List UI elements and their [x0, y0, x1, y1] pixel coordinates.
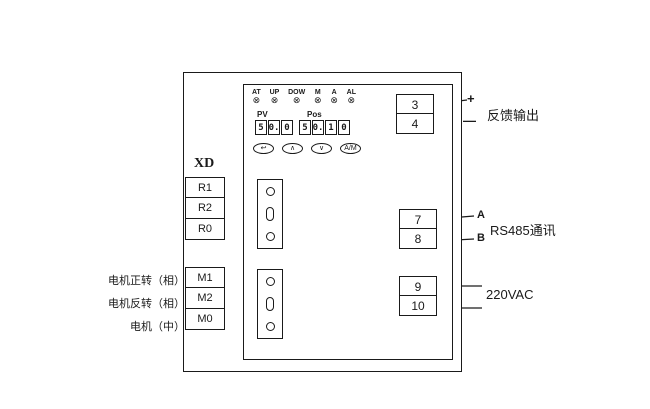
- indicator-dow: DOW ⊗: [288, 89, 305, 105]
- indicator-label: M: [314, 89, 321, 96]
- led-icon: ⊗: [314, 95, 322, 105]
- terminal-r0: R0: [185, 217, 225, 240]
- terminal-m1: M1: [185, 267, 225, 289]
- display-digit: 0.: [268, 120, 280, 135]
- terminal-9: 9: [399, 276, 437, 297]
- terminal-hole-icon: [265, 322, 275, 331]
- feedback-terminal-group: 3 4: [396, 94, 434, 135]
- feedback-output-label: 反馈输出: [487, 108, 540, 123]
- indicator-label: A: [331, 89, 337, 96]
- terminal-m0: M0: [185, 307, 225, 330]
- pv-label: PV: [257, 110, 268, 119]
- indicator-label: DOW: [288, 89, 306, 96]
- display-digit: 1: [325, 120, 337, 135]
- terminal-hole-icon: [265, 187, 275, 196]
- digital-display: 5 0. 0 5 0. 1 0: [255, 120, 350, 135]
- display-digit: 0.: [312, 120, 324, 135]
- terminal-block-m: [257, 269, 283, 339]
- terminal-r1: R1: [185, 177, 225, 199]
- set-button: ↩: [253, 143, 274, 154]
- indicator-row: AT ⊗ UP ⊗ DOW ⊗ M ⊗ A ⊗ AL ⊗: [252, 89, 356, 105]
- terminal-block-r: [257, 179, 283, 249]
- rs485-label: RS485通讯: [490, 223, 556, 238]
- terminal-hole-icon: [265, 277, 275, 286]
- m-terminal-group: M1 M2 M0: [185, 267, 225, 330]
- indicator-label: AT: [252, 89, 261, 96]
- led-icon: ⊗: [252, 95, 261, 105]
- rs485-terminal-group: 7 8: [399, 209, 437, 250]
- indicator-label: AL: [346, 89, 356, 96]
- indicator-up: UP ⊗: [270, 89, 280, 105]
- up-button: ∧: [282, 143, 303, 154]
- down-button: ∨: [311, 143, 332, 154]
- rs485-line-a-label: A: [477, 209, 485, 221]
- terminal-7: 7: [399, 209, 437, 230]
- led-icon: ⊗: [270, 95, 279, 105]
- terminal-10: 10: [399, 295, 437, 317]
- terminal-r2: R2: [185, 197, 225, 220]
- terminal-slot-icon: [266, 207, 274, 221]
- led-icon: ⊗: [330, 95, 338, 105]
- motor-neutral-label: 电机（中）: [130, 321, 185, 333]
- terminal-m2: M2: [185, 287, 225, 310]
- r-terminal-group: R1 R2 R0: [185, 177, 225, 240]
- indicator-m: M ⊗: [314, 89, 322, 105]
- terminal-8: 8: [399, 228, 437, 250]
- display-digit: 0: [338, 120, 350, 135]
- terminal-3: 3: [396, 94, 434, 115]
- led-icon: ⊗: [347, 95, 356, 105]
- motor-reverse-label: 电机反转（相）: [108, 298, 185, 310]
- auto-manual-button: A/M: [340, 143, 361, 154]
- power-label: 220VAC: [486, 287, 534, 302]
- pos-label: Pos: [307, 110, 322, 119]
- indicator-label: UP: [269, 89, 280, 96]
- plus-sign: +: [467, 91, 475, 106]
- terminal-slot-icon: [266, 297, 274, 311]
- terminal-4: 4: [396, 113, 434, 135]
- display-digit: 0: [281, 120, 293, 135]
- minus-sign: —: [463, 113, 476, 128]
- terminal-hole-icon: [265, 232, 275, 241]
- xd-label: XD: [194, 156, 215, 171]
- rs485-line-b-label: B: [477, 232, 485, 244]
- panel-button-row: ↩ ∧ ∨ A/M: [253, 143, 361, 154]
- indicator-at: AT ⊗: [252, 89, 261, 105]
- indicator-al: AL ⊗: [347, 89, 356, 105]
- display-digit: 5: [255, 120, 267, 135]
- indicator-a: A ⊗: [330, 89, 338, 105]
- led-icon: ⊗: [292, 95, 301, 105]
- display-digit: 5: [299, 120, 311, 135]
- motor-forward-label: 电机正转（相）: [108, 275, 185, 287]
- power-terminal-group: 9 10: [399, 276, 437, 317]
